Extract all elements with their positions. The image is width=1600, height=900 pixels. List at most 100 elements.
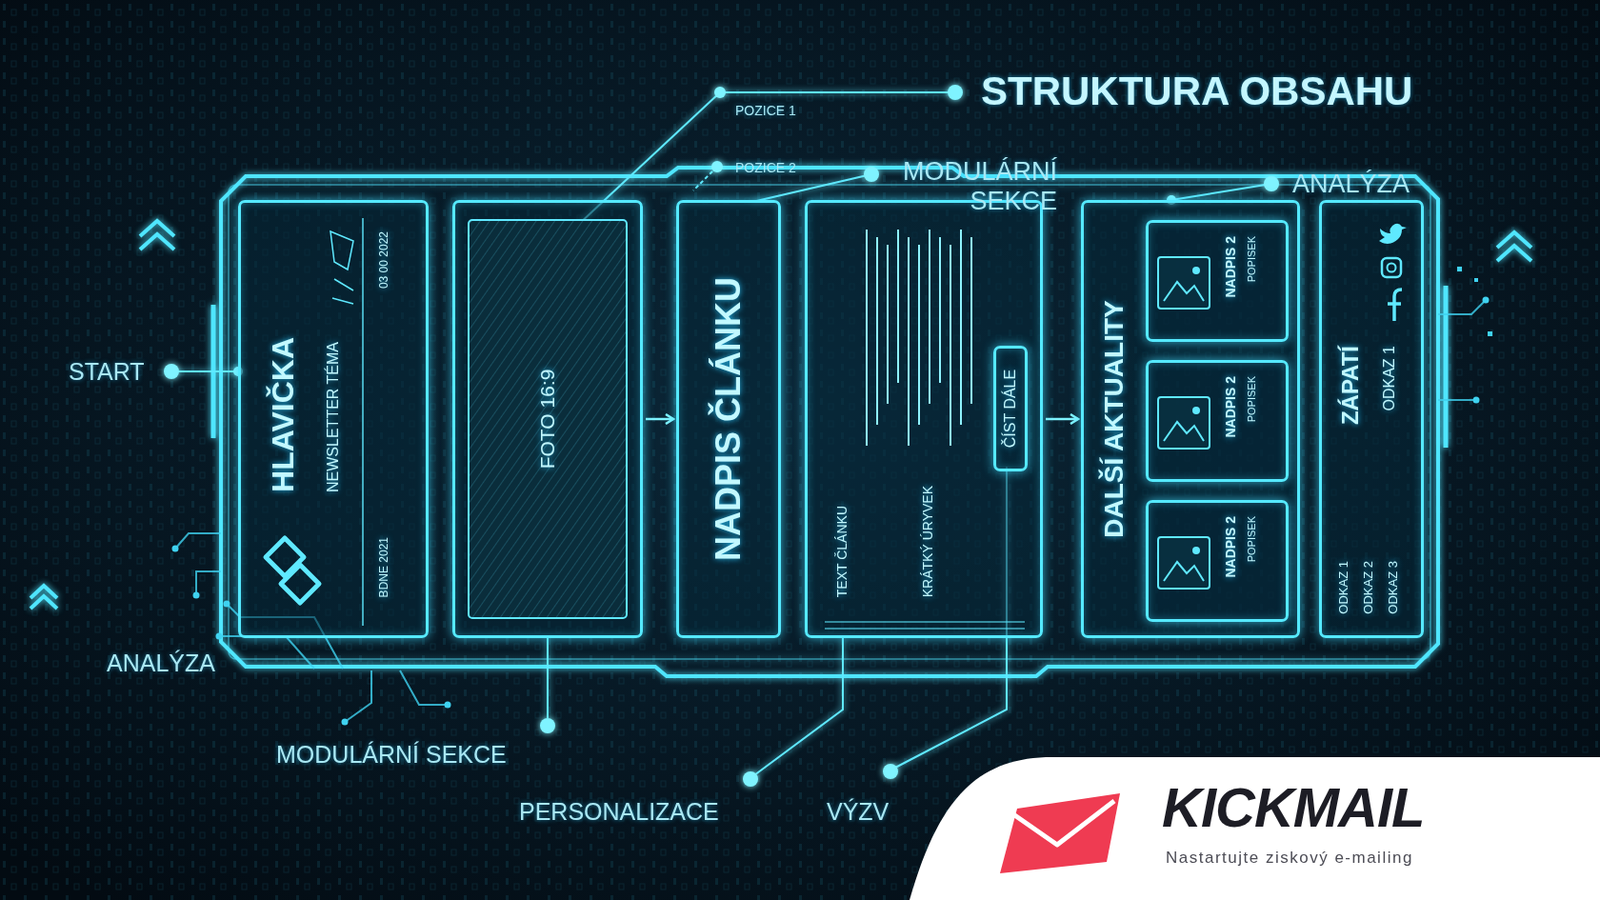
circuit-wire bbox=[1438, 300, 1486, 315]
panel-decoration bbox=[909, 757, 1600, 900]
image-icon bbox=[1192, 266, 1200, 275]
leader-line bbox=[171, 370, 239, 373]
circuit-wire bbox=[196, 571, 221, 596]
item-caption: POPISEK bbox=[1245, 376, 1259, 422]
leader-dot bbox=[711, 160, 723, 173]
text-line bbox=[886, 244, 889, 404]
circuit-wire bbox=[344, 670, 372, 722]
leader-line bbox=[1171, 183, 1272, 200]
text-line bbox=[949, 244, 952, 446]
circuit-dot bbox=[193, 592, 200, 600]
article-text: TEXT ČLÁNKU bbox=[834, 505, 850, 598]
brand-tagline: Nastartujte ziskový e-mailing bbox=[1165, 848, 1414, 868]
circuit-dot bbox=[223, 600, 231, 608]
issue-date: BDNE 2021 bbox=[378, 537, 392, 598]
leader-dot bbox=[714, 86, 726, 99]
panel-heading: HLAVIČKA bbox=[265, 337, 301, 493]
panel-subtitle: NEWSLETTER TÉMA bbox=[324, 341, 342, 493]
circuit-dot bbox=[341, 719, 349, 726]
item-caption: POPISEK bbox=[1245, 516, 1259, 562]
callout-label: START bbox=[68, 358, 145, 386]
sketch-icon bbox=[330, 231, 354, 304]
circuit-dot bbox=[1473, 397, 1480, 404]
text-line bbox=[876, 237, 879, 425]
twitter-icon bbox=[1379, 223, 1407, 244]
brand-name: KICKMAIL bbox=[1161, 776, 1425, 840]
chevron bbox=[30, 585, 58, 609]
leader-line bbox=[546, 638, 549, 719]
photo-placeholder: FOTO 16:9 bbox=[536, 369, 560, 470]
photo-panel: FOTO 16:9 bbox=[452, 200, 643, 639]
leader-line bbox=[754, 638, 843, 776]
brand-band: KICKMAIL Nastartujte ziskový e-mailing bbox=[857, 757, 1600, 900]
position-label: POZICE 2 bbox=[735, 160, 797, 176]
image-icon bbox=[1192, 406, 1200, 415]
newsletter-frame bbox=[213, 167, 1446, 677]
footer-link: ODKAZ 1 bbox=[1337, 560, 1352, 615]
leader-dot bbox=[882, 763, 899, 780]
flow-connector bbox=[645, 418, 674, 421]
footer-link: ODKAZ 3 bbox=[1386, 560, 1401, 615]
callout-label: VÝZV bbox=[826, 798, 889, 826]
article-excerpt: KRÁTKÝ ÚRYVEK bbox=[920, 485, 936, 598]
header-panel: HLAVIČKA NEWSLETTER TÉMA BDNE 2021 03 00 20… bbox=[238, 200, 429, 639]
text-line bbox=[960, 229, 962, 425]
leader-line bbox=[752, 174, 872, 202]
callout-label: MODULÁRNÍ SEKCE bbox=[885, 157, 1058, 217]
callout-label: MODULÁRNÍ SEKCE bbox=[276, 740, 507, 769]
image-icon bbox=[1163, 281, 1204, 301]
callout-label: ANALÝZA bbox=[106, 649, 216, 678]
item-heading: NADPIS 2 bbox=[1222, 236, 1239, 299]
item-heading: NADPIS 2 bbox=[1222, 516, 1239, 579]
divider-line bbox=[361, 218, 364, 626]
news-item: NADPIS 2 POPISEK bbox=[1145, 360, 1289, 482]
panel-art bbox=[1148, 222, 1286, 340]
circuit-wire bbox=[175, 533, 221, 549]
item-heading: NADPIS 2 bbox=[1222, 376, 1239, 439]
facebook-icon bbox=[1387, 289, 1402, 321]
panel-decoration bbox=[468, 220, 627, 619]
image-icon bbox=[1163, 421, 1204, 441]
envelope-icon bbox=[1000, 793, 1120, 874]
panel-decoration bbox=[1158, 537, 1210, 589]
footer-heading: ZÁPATÍ bbox=[1337, 345, 1364, 425]
item-caption: POPISEK bbox=[1245, 236, 1259, 282]
photo-frame bbox=[468, 220, 627, 619]
image-icon bbox=[1192, 546, 1200, 555]
footer-link: ODKAZ 1 bbox=[1380, 345, 1399, 411]
panel-decoration bbox=[265, 218, 363, 626]
envelope-icon bbox=[1013, 800, 1115, 845]
leader-dot bbox=[947, 84, 963, 100]
article-heading: NADPIS ČLÁNKU bbox=[708, 277, 748, 561]
image-icon bbox=[1163, 561, 1204, 581]
pixel-bit bbox=[1487, 331, 1493, 337]
panel-decoration bbox=[1379, 223, 1407, 321]
brand-ground bbox=[909, 757, 1600, 900]
circuit-dot bbox=[444, 701, 452, 709]
issue-date: 03 00 2022 bbox=[378, 231, 392, 289]
panel-art bbox=[1148, 362, 1286, 480]
instagram-icon bbox=[1387, 263, 1397, 273]
leader-lines bbox=[171, 92, 1272, 776]
image-icon bbox=[1158, 257, 1210, 309]
news-panel: DALŠÍ AKTUALITYNADPIS 2POPISEKNADPIS 2PO… bbox=[1080, 200, 1300, 639]
chevron bbox=[140, 220, 175, 250]
leader-dot bbox=[163, 363, 180, 380]
text-line bbox=[824, 621, 1025, 629]
callout-label: ANALÝZA bbox=[1292, 169, 1410, 200]
image-icon bbox=[1158, 397, 1210, 449]
diagram-title: STRUKTURA OBSAHU bbox=[980, 68, 1413, 115]
position-label: POZICE 1 bbox=[735, 102, 797, 119]
text-line bbox=[907, 237, 910, 446]
chevron bbox=[1497, 232, 1532, 261]
heading-panel: NADPIS ČLÁNKU bbox=[676, 200, 781, 639]
image-icon bbox=[1158, 537, 1210, 589]
frame-inner-line bbox=[228, 184, 1431, 660]
panel-decoration bbox=[1158, 397, 1210, 449]
leader-dot bbox=[1263, 176, 1280, 192]
flow-connector bbox=[1045, 418, 1079, 421]
leader-dots bbox=[163, 84, 1280, 787]
